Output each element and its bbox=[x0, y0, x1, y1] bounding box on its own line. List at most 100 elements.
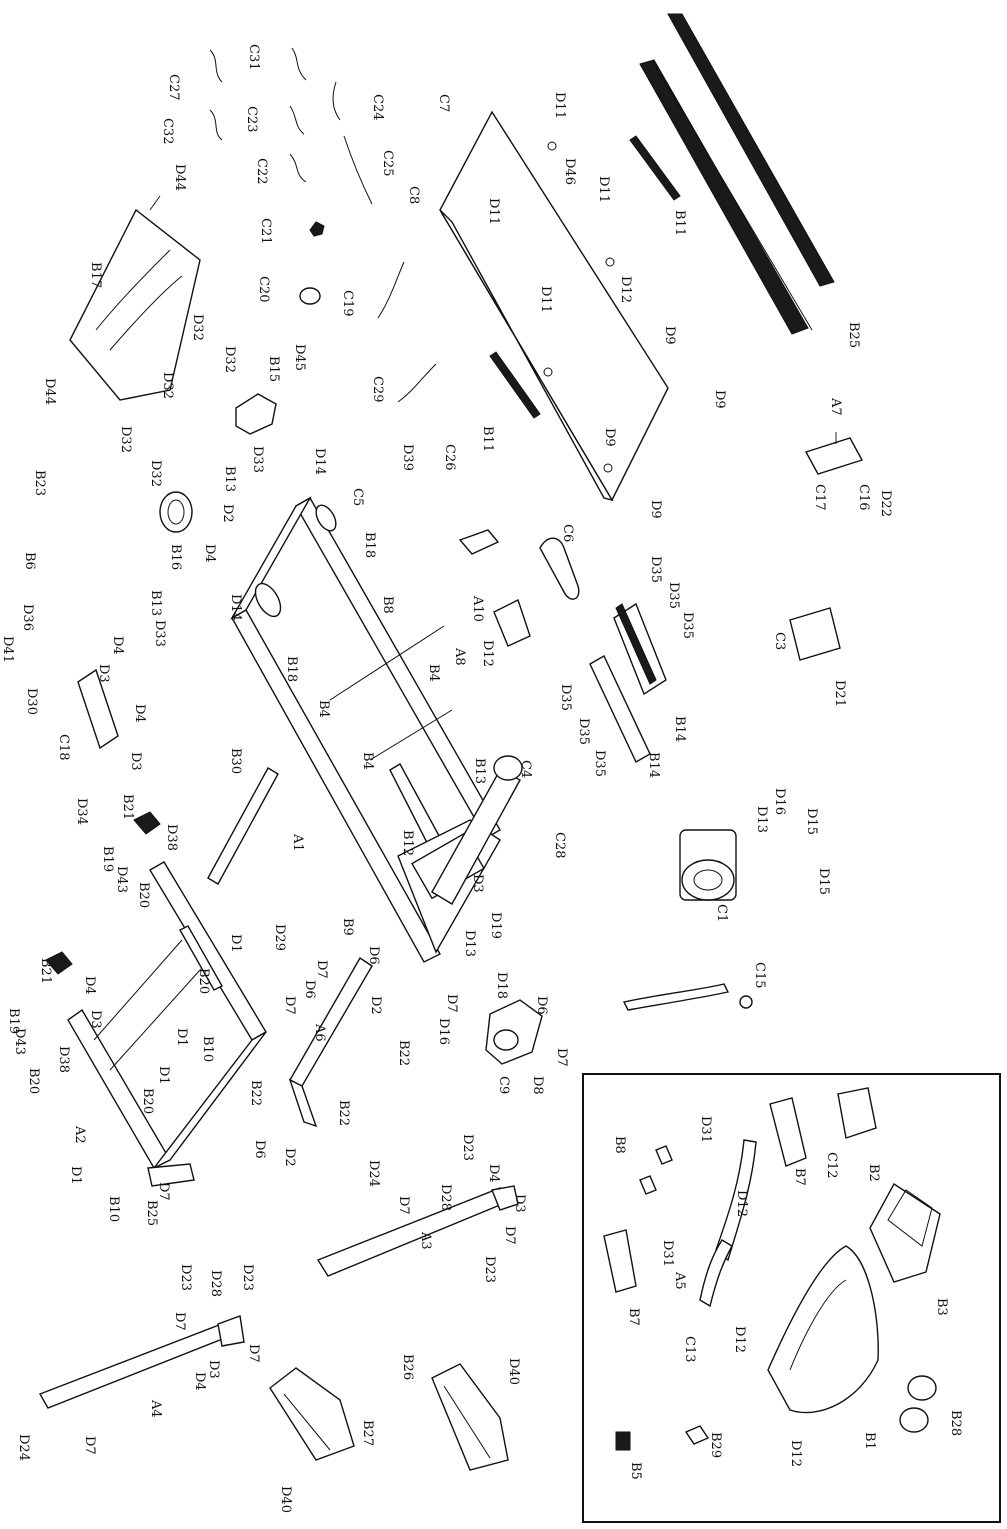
label-d3-e: D3 bbox=[512, 1194, 527, 1213]
label-b22-a: B22 bbox=[396, 1040, 411, 1066]
label-c13: C13 bbox=[682, 1336, 697, 1363]
label-d31-b: D31 bbox=[660, 1240, 675, 1267]
label-a2: A2 bbox=[72, 1125, 87, 1144]
label-d6-b: D6 bbox=[302, 980, 317, 999]
label-d4-f: D4 bbox=[192, 1372, 207, 1391]
label-a5: A5 bbox=[672, 1271, 687, 1290]
label-d12-c: D12 bbox=[734, 1190, 749, 1217]
label-d13-a: D13 bbox=[754, 806, 769, 833]
frame-a2 bbox=[67, 861, 267, 1187]
label-b25-bottom: B25 bbox=[144, 1200, 159, 1226]
label-b17: B17 bbox=[88, 262, 103, 288]
label-b27: B27 bbox=[360, 1420, 375, 1446]
label-d3-b: D3 bbox=[128, 752, 143, 771]
label-c9: C9 bbox=[496, 1076, 511, 1094]
foot-b21-upper bbox=[133, 811, 161, 835]
label-d23-d: D23 bbox=[240, 1264, 255, 1291]
label-c5: C5 bbox=[350, 488, 365, 506]
label-d12-e: D12 bbox=[788, 1440, 803, 1467]
label-b1: B1 bbox=[862, 1432, 877, 1450]
label-d8: D8 bbox=[530, 1076, 545, 1095]
rail-b14-b bbox=[589, 655, 651, 763]
label-d4-d: D4 bbox=[82, 976, 97, 995]
side-rail-b11-lower bbox=[489, 351, 541, 419]
label-d29-a: D29 bbox=[272, 924, 287, 951]
label-c6: C6 bbox=[560, 524, 575, 542]
label-a1: A1 bbox=[290, 833, 305, 852]
label-d7-j: D7 bbox=[82, 1436, 97, 1455]
clip-b8 bbox=[639, 1145, 673, 1195]
label-b21-b: B21 bbox=[38, 958, 53, 984]
label-b26: B26 bbox=[400, 1354, 415, 1380]
console-inset-box bbox=[582, 1073, 1001, 1523]
label-d38-b: D38 bbox=[56, 1046, 71, 1073]
handlebar-a5 bbox=[699, 1139, 757, 1308]
label-c27: C27 bbox=[166, 74, 181, 101]
label-d40-a: D40 bbox=[506, 1358, 521, 1385]
motor-cover-b17 bbox=[69, 195, 201, 401]
label-b13-a: B13 bbox=[222, 466, 237, 492]
crossbar-a4 bbox=[38, 1315, 245, 1409]
label-d41: D41 bbox=[0, 636, 15, 663]
label-d32-c: D32 bbox=[118, 426, 133, 453]
bar-c15 bbox=[622, 983, 753, 1011]
label-d2-b: D2 bbox=[282, 1148, 297, 1167]
label-b4-c: B4 bbox=[360, 752, 375, 770]
label-d34: D34 bbox=[74, 798, 89, 825]
label-d7-d: D7 bbox=[554, 1048, 569, 1067]
label-c15: C15 bbox=[752, 962, 767, 989]
frame-a6 bbox=[288, 957, 373, 1128]
label-c22: C22 bbox=[254, 158, 269, 185]
label-d3-f: D3 bbox=[206, 1360, 221, 1379]
label-b2: B2 bbox=[866, 1164, 881, 1182]
label-b14-b: B14 bbox=[646, 752, 661, 778]
label-b18-b: B18 bbox=[284, 656, 299, 682]
bracket-a10 bbox=[458, 529, 531, 647]
label-d2-a: D2 bbox=[368, 996, 383, 1015]
label-d12-d: D12 bbox=[732, 1326, 747, 1353]
label-c8: C8 bbox=[406, 186, 421, 204]
label-c21: C21 bbox=[258, 218, 273, 245]
label-b14-a: B14 bbox=[672, 716, 687, 742]
label-d9-a: D9 bbox=[662, 326, 677, 345]
bracket-c18 bbox=[77, 668, 119, 750]
label-d46: D46 bbox=[562, 158, 577, 185]
label-b6: B6 bbox=[22, 552, 37, 570]
label-d3-c: D3 bbox=[470, 874, 485, 893]
label-d35-f: D35 bbox=[592, 750, 607, 777]
foot-b21-lower bbox=[45, 951, 73, 975]
label-c1: C1 bbox=[714, 904, 729, 922]
label-c18: C18 bbox=[56, 734, 71, 761]
label-b21-a: B21 bbox=[120, 794, 135, 820]
label-a7: A7 bbox=[828, 397, 843, 416]
cups-b28 bbox=[899, 1375, 937, 1433]
label-d11-c: D11 bbox=[486, 198, 501, 225]
label-d12-b: D12 bbox=[480, 640, 495, 667]
label-c16: C16 bbox=[856, 484, 871, 511]
label-b10-b: B10 bbox=[106, 1196, 121, 1222]
label-d30: D30 bbox=[24, 688, 39, 715]
label-d35-c: D35 bbox=[680, 612, 695, 639]
rail-b14-a bbox=[613, 602, 667, 696]
label-d28-b: D28 bbox=[208, 1270, 223, 1297]
label-d14-a: D14 bbox=[312, 448, 327, 475]
label-b20-d: B20 bbox=[140, 1088, 155, 1114]
label-d7-e: D7 bbox=[156, 1182, 171, 1201]
grip-b7-upper bbox=[769, 1097, 807, 1167]
label-c19: C19 bbox=[340, 290, 355, 317]
deck-c7 bbox=[439, 110, 669, 502]
label-d23-b: D23 bbox=[482, 1256, 497, 1283]
label-d35-d: D35 bbox=[558, 684, 573, 711]
label-d7-b: D7 bbox=[314, 960, 329, 979]
label-b19-a: B19 bbox=[100, 846, 115, 872]
label-c20: C20 bbox=[256, 276, 271, 303]
label-b22-c: B22 bbox=[336, 1100, 351, 1126]
bracket-b2 bbox=[837, 1087, 877, 1139]
label-d31-a: D31 bbox=[698, 1116, 713, 1143]
label-b13-c: B13 bbox=[472, 758, 487, 784]
label-c31: C31 bbox=[246, 44, 261, 71]
label-b12: B12 bbox=[400, 830, 415, 856]
label-d6-c: D6 bbox=[534, 996, 549, 1015]
label-a8: A8 bbox=[452, 647, 467, 666]
